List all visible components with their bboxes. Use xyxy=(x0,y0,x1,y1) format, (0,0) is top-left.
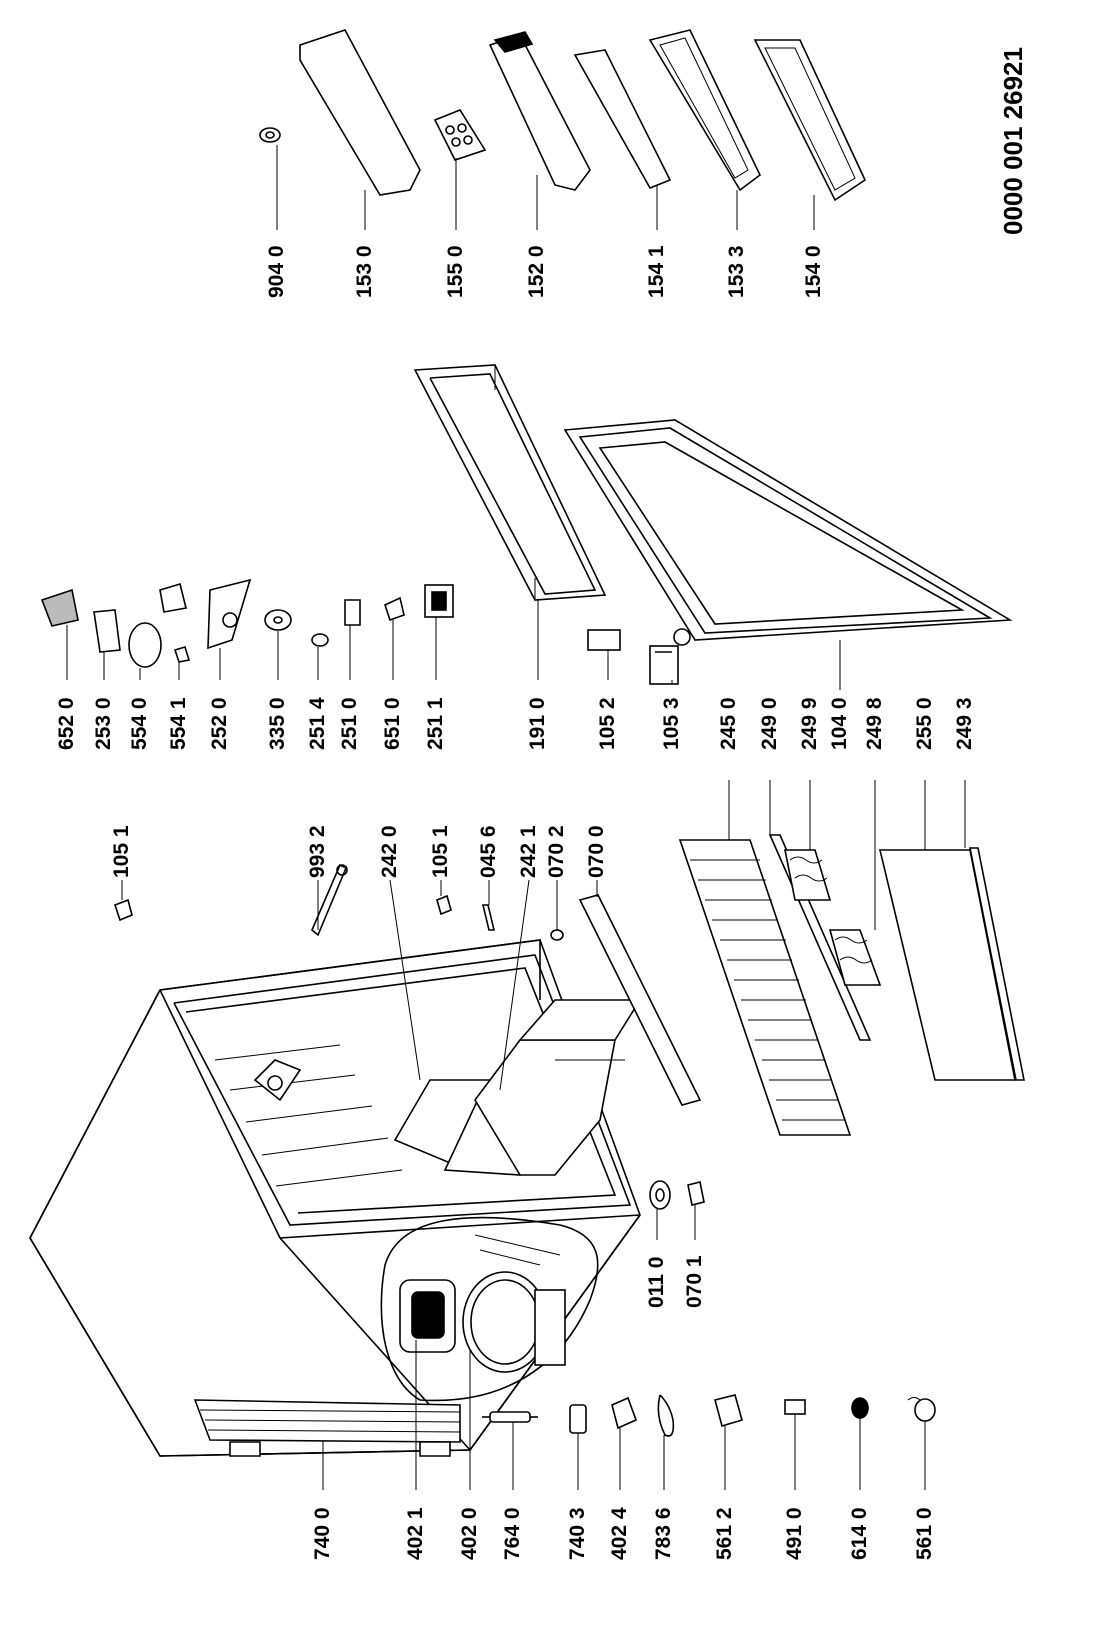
part-label-335-0: 335 0 xyxy=(266,697,289,750)
part-label-242-0: 242 0 xyxy=(378,825,401,878)
bottom-parts xyxy=(482,1394,936,1437)
part-label-554-0: 554 0 xyxy=(128,697,151,750)
thermostat-parts xyxy=(40,578,454,668)
part-label-740-0: 740 0 xyxy=(311,1507,334,1560)
part-label-154-1: 154 1 xyxy=(645,245,668,298)
part-label-251-4: 251 4 xyxy=(306,697,329,750)
part-label-491-0: 491 0 xyxy=(783,1507,806,1560)
cabinet-body xyxy=(29,939,642,1457)
wire-shelf xyxy=(678,839,852,1136)
part-label-652-0: 652 0 xyxy=(55,697,78,750)
part-label-614-0: 614 0 xyxy=(848,1507,871,1560)
document-number: 0000 001 26921 xyxy=(998,47,1028,235)
leader-lines xyxy=(66,145,966,1490)
part-label-155-0: 155 0 xyxy=(444,245,467,298)
part-label-402-4: 402 4 xyxy=(608,1507,631,1560)
part-label-554-1: 554 1 xyxy=(167,697,190,750)
part-label-070-0: 070 0 xyxy=(585,825,608,878)
part-label-152-0: 152 0 xyxy=(525,245,548,298)
part-label-651-0: 651 0 xyxy=(381,697,404,750)
part-label-783-6: 783 6 xyxy=(652,1507,675,1560)
part-label-153-3: 153 3 xyxy=(725,245,748,298)
part-label-154-0: 154 0 xyxy=(802,245,825,298)
part-label-104-0: 104 0 xyxy=(828,697,851,750)
part-label-045-6: 045 6 xyxy=(477,825,500,878)
part-label-252-0: 252 0 xyxy=(208,697,231,750)
part-label-245-0: 245 0 xyxy=(717,697,740,750)
part-label-105-2: 105 2 xyxy=(596,697,619,750)
part-label-249-9: 249 9 xyxy=(798,697,821,750)
small-parts xyxy=(113,863,705,1210)
part-label-011-0: 011 0 xyxy=(645,1256,668,1308)
part-label-251-0: 251 0 xyxy=(338,697,361,750)
shelf-strips xyxy=(768,834,882,1041)
part-label-993-2: 993 2 xyxy=(306,825,329,878)
part-label-105-1-b: 105 1 xyxy=(429,825,452,878)
part-label-764-0: 764 0 xyxy=(501,1507,524,1560)
part-label-070-2: 070 2 xyxy=(545,825,568,878)
door-frame-seal xyxy=(413,364,607,601)
part-label-561-2: 561 2 xyxy=(713,1507,736,1560)
part-label-249-3: 249 3 xyxy=(953,697,976,750)
part-label-070-1: 070 1 xyxy=(683,1255,706,1308)
part-label-904-0: 904 0 xyxy=(265,245,288,298)
part-label-255-0: 255 0 xyxy=(913,697,936,750)
part-label-105-1-a: 105 1 xyxy=(110,825,133,878)
part-label-251-1: 251 1 xyxy=(424,697,447,750)
door-bins xyxy=(259,29,867,202)
part-label-740-3: 740 3 xyxy=(566,1507,589,1560)
part-label-249-0: 249 0 xyxy=(758,697,781,750)
door-panel xyxy=(563,419,1013,646)
part-label-249-8: 249 8 xyxy=(863,697,886,750)
part-label-153-0: 153 0 xyxy=(353,245,376,298)
glass-plate xyxy=(878,847,1025,1081)
part-label-242-1: 242 1 xyxy=(517,825,540,878)
part-label-402-1: 402 1 xyxy=(404,1507,427,1560)
hinge-parts xyxy=(587,629,679,685)
part-label-561-0: 561 0 xyxy=(913,1507,936,1560)
part-label-253-0: 253 0 xyxy=(92,697,115,750)
part-label-191-0: 191 0 xyxy=(526,697,549,750)
part-label-402-0: 402 0 xyxy=(458,1507,481,1560)
part-label-105-3: 105 3 xyxy=(660,697,683,750)
